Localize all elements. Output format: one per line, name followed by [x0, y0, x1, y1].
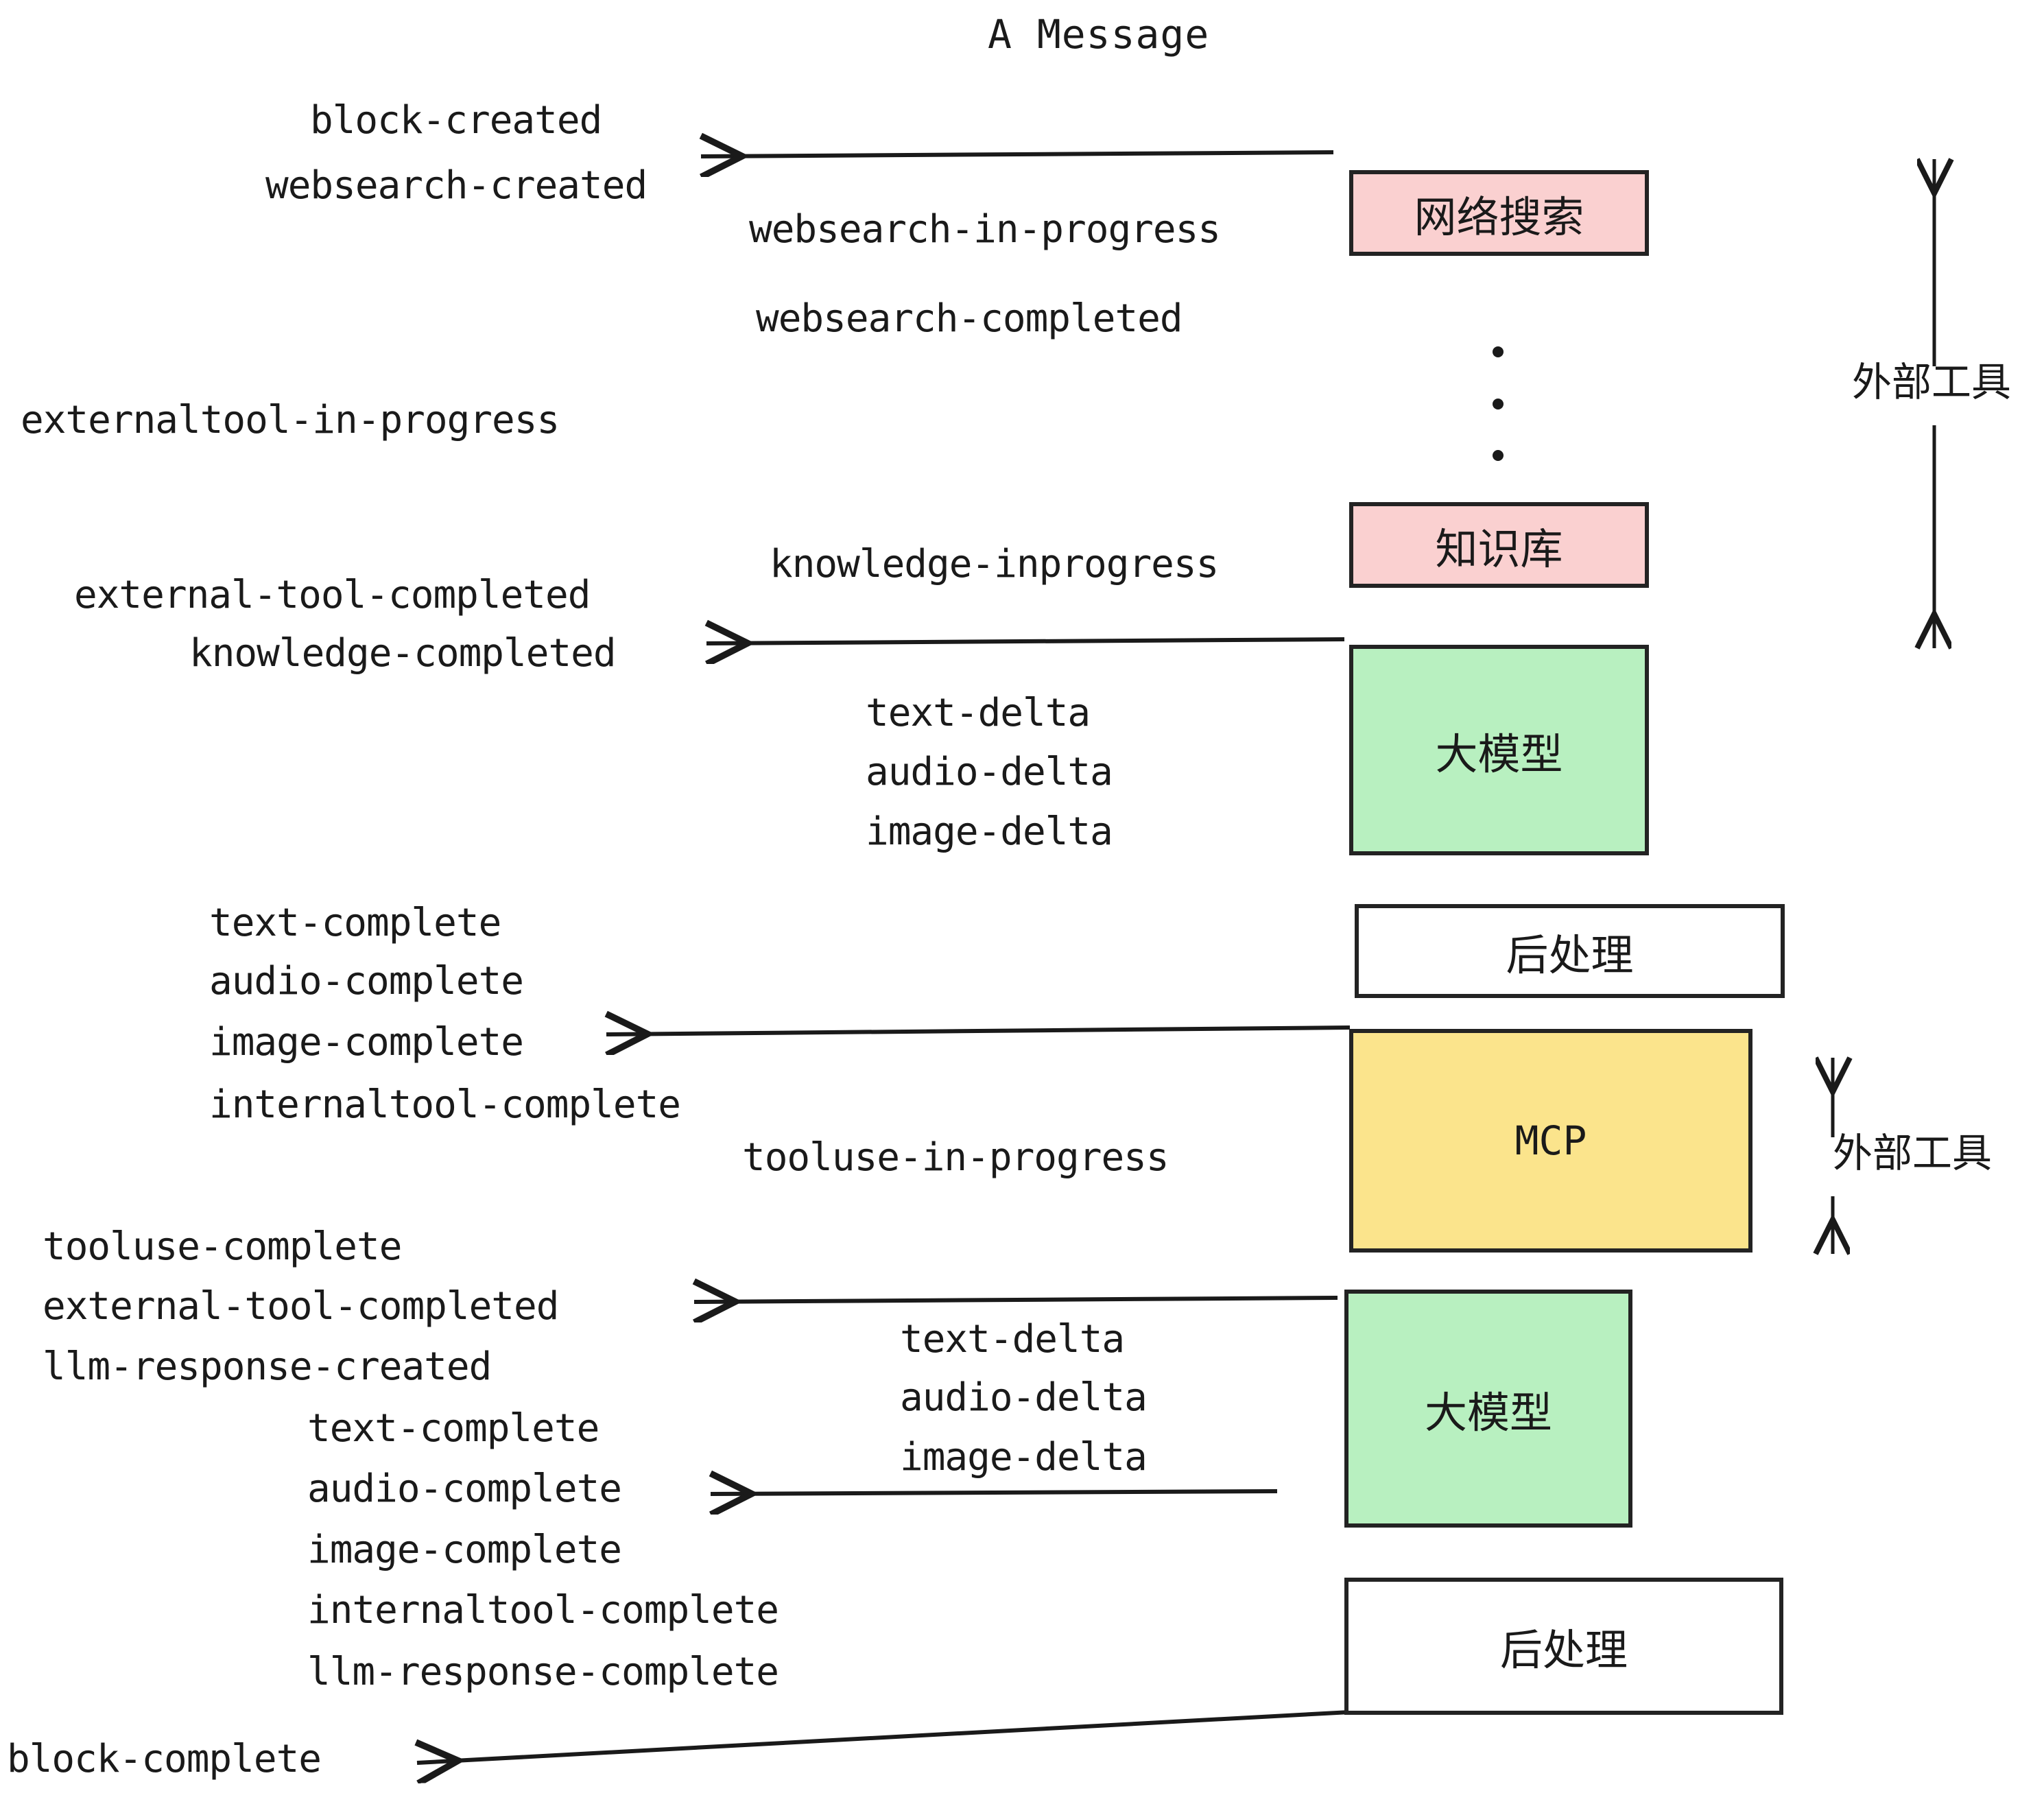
event-label-image-complete-2: image-complete [307, 1528, 622, 1572]
arrow-block-created [701, 152, 1334, 156]
event-label-knowledge-completed: knowledge-completed [189, 631, 617, 676]
event-label-tooluse-complete: tooluse-complete [43, 1224, 402, 1269]
event-label-audio-complete-2: audio-complete [307, 1467, 622, 1511]
event-label-external-tool-completed-2: external-tool-completed [43, 1284, 559, 1329]
ellipsis-dot [1493, 398, 1504, 410]
arrow-tooluse-complete [694, 1298, 1338, 1302]
event-label-text-complete-1: text-complete [209, 901, 501, 945]
ellipsis-dot [1493, 346, 1504, 357]
arrow-block-complete [417, 1710, 1351, 1763]
node-llm-1[interactable]: 大模型 [1349, 645, 1649, 855]
arrow-audio-complete [711, 1491, 1278, 1494]
event-label-websearch-created: websearch-created [265, 163, 647, 208]
event-label-image-delta-1: image-delta [866, 809, 1113, 854]
node-mcp[interactable]: MCP [1349, 1029, 1752, 1253]
event-label-audio-delta-2: audio-delta [900, 1375, 1148, 1420]
arrow-knowledge-completed [706, 639, 1345, 643]
event-label-image-complete-1: image-complete [209, 1020, 524, 1065]
node-postprocess-2[interactable]: 后处理 [1344, 1578, 1783, 1715]
event-label-text-complete-2: text-complete [307, 1406, 599, 1451]
ellipsis-dot [1493, 450, 1504, 461]
event-label-externaltool-in-progress: externaltool-in-progress [21, 398, 560, 442]
event-label-llm-response-created: llm-response-created [43, 1344, 492, 1389]
event-label-text-delta-2: text-delta [900, 1317, 1125, 1362]
event-label-tooluse-in-progress: tooluse-in-progress [742, 1135, 1169, 1180]
event-label-knowledge-inprogress: knowledge-inprogress [770, 542, 1219, 586]
event-label-text-delta-1: text-delta [866, 691, 1091, 735]
node-knowledgebase[interactable]: 知识库 [1349, 502, 1649, 588]
event-label-audio-complete-1: audio-complete [209, 959, 524, 1004]
event-label-websearch-completed: websearch-completed [756, 296, 1183, 341]
vertical-ellipsis-icon [1493, 346, 1504, 461]
arrow-image-complete [606, 1028, 1351, 1034]
group-label-external-tool-upper: 外部工具 [1852, 359, 2012, 405]
node-postprocess-1[interactable]: 后处理 [1355, 904, 1785, 998]
event-label-block-created: block-created [310, 98, 602, 143]
event-label-audio-delta-1: audio-delta [866, 750, 1113, 794]
group-label-external-tool-lower: 外部工具 [1833, 1130, 1993, 1176]
event-label-image-delta-2: image-delta [900, 1435, 1148, 1480]
page-title: A Message [988, 11, 1210, 58]
event-label-websearch-in-progress: websearch-in-progress [749, 207, 1221, 252]
node-llm-2[interactable]: 大模型 [1344, 1290, 1632, 1528]
node-websearch[interactable]: 网络搜索 [1349, 170, 1649, 256]
event-label-external-tool-completed-1: external-tool-completed [74, 573, 591, 617]
event-label-block-complete: block-complete [7, 1737, 322, 1781]
event-label-llm-response-complete: llm-response-complete [307, 1650, 779, 1694]
event-label-internaltool-complete-2: internaltool-complete [307, 1588, 779, 1633]
event-label-internaltool-complete-1: internaltool-complete [209, 1082, 681, 1127]
